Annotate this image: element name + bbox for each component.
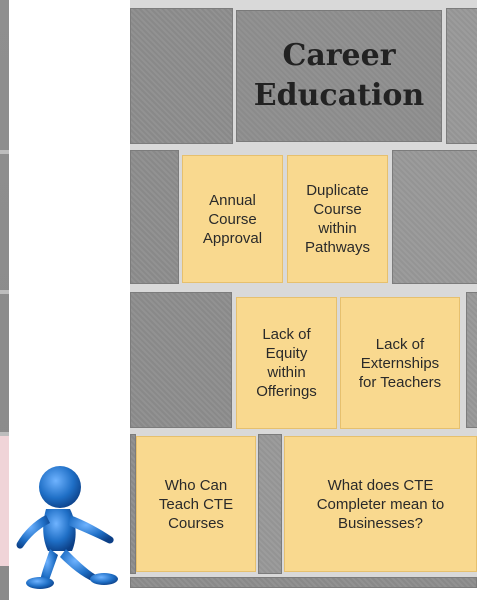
sticky-note-lack-of-externships: Lack of Externships for Teachers	[340, 297, 460, 429]
sticky-note-cte-completer: What does CTE Completer mean to Business…	[284, 436, 477, 572]
brick	[130, 434, 136, 574]
brick	[130, 150, 179, 284]
sticky-note-duplicate-course: Duplicate Course within Pathways	[287, 155, 388, 283]
brick-wall: Career Education Annual Course Approval …	[130, 0, 477, 588]
brick	[392, 150, 477, 284]
left-wall-edge	[0, 0, 9, 600]
brick	[258, 434, 282, 574]
sticky-note-annual-course-approval: Annual Course Approval	[182, 155, 283, 283]
diagram-title: Career Education	[253, 38, 425, 113]
sticky-note-who-can-teach: Who Can Teach CTE Courses	[136, 436, 256, 572]
sticky-note-lack-of-equity: Lack of Equity within Offerings	[236, 297, 337, 429]
brick	[130, 8, 233, 144]
brick	[446, 8, 477, 144]
brick	[130, 577, 477, 588]
brick	[466, 292, 477, 428]
brick	[130, 292, 232, 428]
walking-person-icon	[12, 465, 124, 590]
title-box: Career Education	[236, 10, 442, 142]
